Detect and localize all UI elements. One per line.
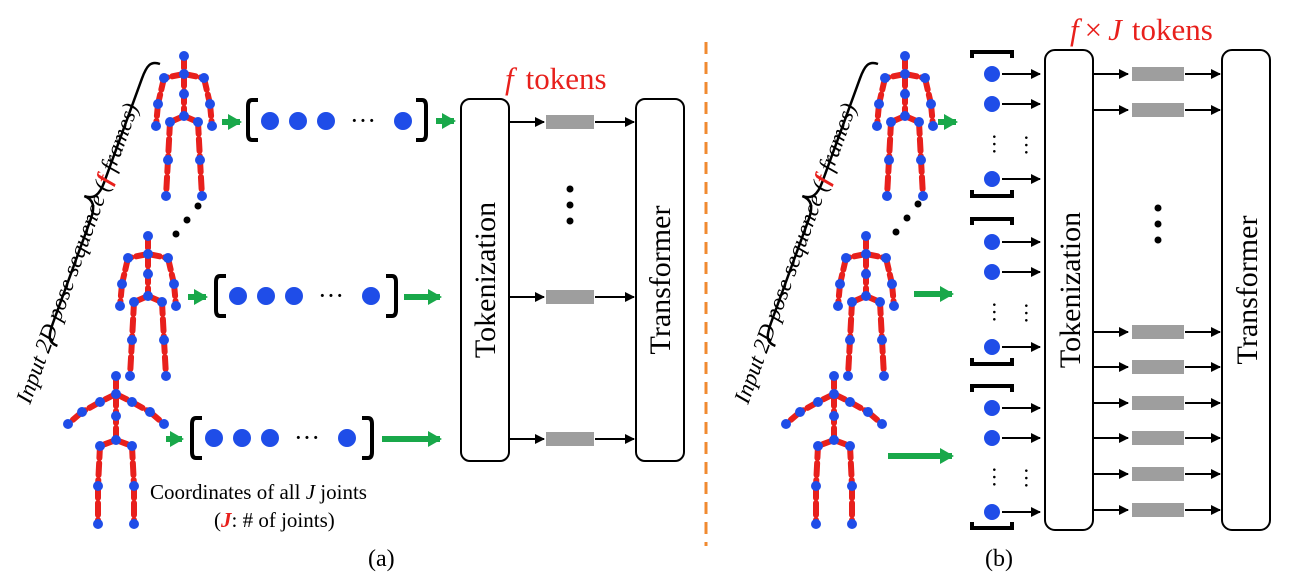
bracket-right bbox=[414, 98, 428, 142]
pose-frame-last bbox=[781, 371, 887, 529]
svg-text:···: ··· bbox=[982, 301, 1007, 323]
bracket-left bbox=[214, 274, 228, 318]
bracket-right bbox=[384, 274, 398, 318]
panel-label-a: (a) bbox=[368, 546, 395, 572]
tokenization-box bbox=[460, 98, 510, 462]
transformer-box bbox=[1221, 49, 1271, 531]
token bbox=[1132, 431, 1184, 445]
tokens-ellipsis bbox=[566, 185, 574, 225]
token bbox=[546, 432, 594, 446]
transformer-label: Transformer bbox=[1231, 216, 1264, 365]
panel-a: Input 2D pose sequence (f frames) ··· ··… bbox=[11, 51, 685, 572]
pose-frame-middle bbox=[115, 231, 181, 381]
joint-vector-2 bbox=[229, 287, 380, 305]
sequence-label-b: Input 2D pose sequence (f frames) bbox=[729, 100, 861, 408]
joint-vector-1 bbox=[261, 112, 412, 130]
token bbox=[546, 115, 594, 129]
bracket-right bbox=[360, 416, 374, 460]
ellipsis: ··· bbox=[318, 281, 344, 310]
token bbox=[1132, 325, 1184, 339]
tokens-b bbox=[1132, 67, 1184, 517]
frames-ellipsis bbox=[172, 202, 202, 238]
pose-frame-first bbox=[872, 51, 938, 201]
token bbox=[1132, 67, 1184, 81]
token-row bbox=[510, 290, 635, 304]
ellipsis: ··· bbox=[350, 106, 376, 135]
joint-vector-3 bbox=[205, 429, 356, 447]
pose-frame-last bbox=[63, 371, 169, 529]
joint-column-2: ··· ··· bbox=[970, 217, 1041, 366]
svg-text:···: ··· bbox=[1014, 302, 1039, 324]
panel-b: Input 2D pose sequence (f frames) ··· ··… bbox=[729, 12, 1271, 572]
ellipsis: ··· bbox=[982, 133, 1007, 155]
token bbox=[1132, 467, 1184, 481]
svg-text:···: ··· bbox=[982, 466, 1007, 488]
coords-caption: Coordinates of all J joints bbox=[150, 480, 367, 504]
panel-label-b: (b) bbox=[985, 546, 1013, 572]
token bbox=[1132, 103, 1184, 117]
joints-caption: (J: # of joints) bbox=[214, 508, 335, 532]
token bbox=[1132, 360, 1184, 374]
token-rows-b bbox=[1094, 69, 1221, 515]
token-row bbox=[510, 115, 635, 129]
bracket-left bbox=[246, 98, 260, 142]
transformer-label: Transformer bbox=[644, 206, 677, 355]
token bbox=[1132, 396, 1184, 410]
bracket-left bbox=[190, 416, 204, 460]
token bbox=[546, 290, 594, 304]
joint-column-1: ··· ··· bbox=[970, 50, 1041, 198]
joint-column-3: ··· ··· bbox=[970, 384, 1041, 530]
token-row bbox=[510, 432, 635, 446]
tokenization-box bbox=[1044, 49, 1094, 531]
tokens-ellipsis bbox=[1154, 204, 1162, 244]
frames-ellipsis bbox=[892, 200, 922, 236]
pose-frame-first bbox=[151, 51, 217, 201]
svg-text:···: ··· bbox=[1014, 467, 1039, 489]
transformer-box bbox=[635, 98, 685, 462]
tokenization-label: Tokenization bbox=[469, 202, 502, 358]
token bbox=[1132, 503, 1184, 517]
sequence-label-a: Input 2D pose sequence (f frames) bbox=[11, 100, 143, 408]
ellipsis: ··· bbox=[294, 423, 320, 452]
tokenization-label: Tokenization bbox=[1054, 212, 1087, 368]
pose-frame-middle bbox=[833, 231, 899, 381]
svg-text:···: ··· bbox=[1014, 134, 1039, 156]
